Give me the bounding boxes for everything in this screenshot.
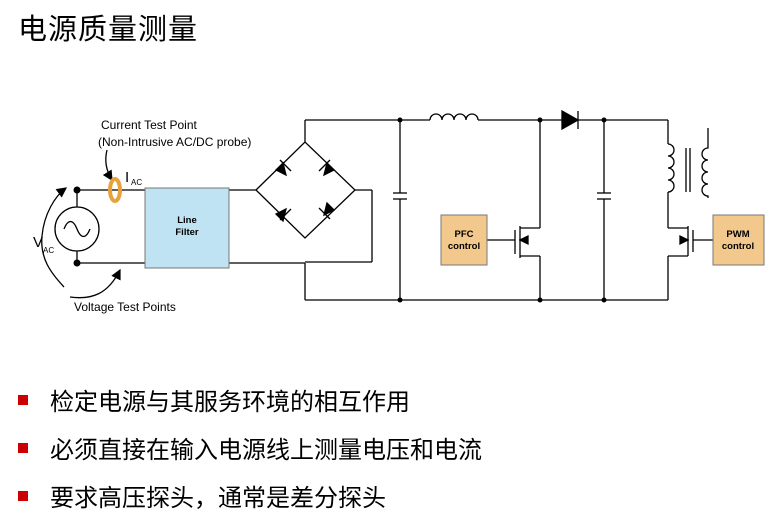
ac-sine-icon	[63, 220, 91, 238]
circuit-diagram: Line Filter PFC control PWM control Curr…	[33, 109, 765, 314]
iac-label: I	[125, 169, 129, 186]
probe-note-label: (Non-Intrusive AC/DC probe)	[98, 135, 251, 149]
pfc-mosfet-arrow	[518, 234, 529, 246]
transformer-primary	[667, 143, 675, 193]
inductor	[429, 113, 479, 121]
pwm-control-box	[712, 214, 765, 266]
bullet-list: 检定电源与其服务环境的相互作用 必须直接在输入电源线上测量电压和电流 要求高压探…	[18, 384, 482, 528]
bullet-item: 必须直接在输入电源线上测量电压和电流	[18, 432, 482, 480]
pfc-label-2: control	[448, 241, 480, 252]
iac-subscript: AC	[131, 178, 142, 187]
bridge-diode-tr	[323, 161, 336, 177]
bullet-item: 检定电源与其服务环境的相互作用	[18, 384, 482, 432]
bullet-marker	[18, 491, 28, 501]
pfc-label-1: PFC	[455, 229, 474, 240]
pwm-label-1: PWM	[726, 229, 749, 240]
pwm-mosfet-arrow	[679, 234, 690, 246]
transformer-secondary	[701, 128, 709, 198]
bullet-marker	[18, 395, 28, 405]
voltage-test-points-label: Voltage Test Points	[74, 300, 176, 314]
pfc-control-box	[440, 214, 488, 266]
boost-diode	[561, 109, 580, 131]
pwm-label-2: control	[722, 241, 754, 252]
current-test-point-label: Current Test Point	[101, 118, 197, 132]
bridge-diode-br	[323, 201, 336, 217]
slide-title: 电源质量测量	[18, 12, 199, 46]
line-filter-label-2: Filter	[175, 227, 199, 238]
bullet-marker	[18, 443, 28, 453]
bridge-diode-tl	[274, 161, 287, 177]
bullet-text: 检定电源与其服务环境的相互作用	[50, 388, 410, 416]
vac-subscript: AC	[43, 246, 54, 255]
vac-label: V	[33, 234, 43, 251]
bullet-text: 必须直接在输入电源线上测量电压和电流	[50, 436, 482, 464]
bullet-item: 要求高压探头，通常是差分探头	[18, 480, 482, 528]
line-filter-label-1: Line	[177, 215, 197, 226]
line-filter-box	[144, 187, 230, 269]
current-probe-ring	[108, 177, 122, 203]
bullet-text: 要求高压探头，通常是差分探头	[50, 484, 386, 512]
